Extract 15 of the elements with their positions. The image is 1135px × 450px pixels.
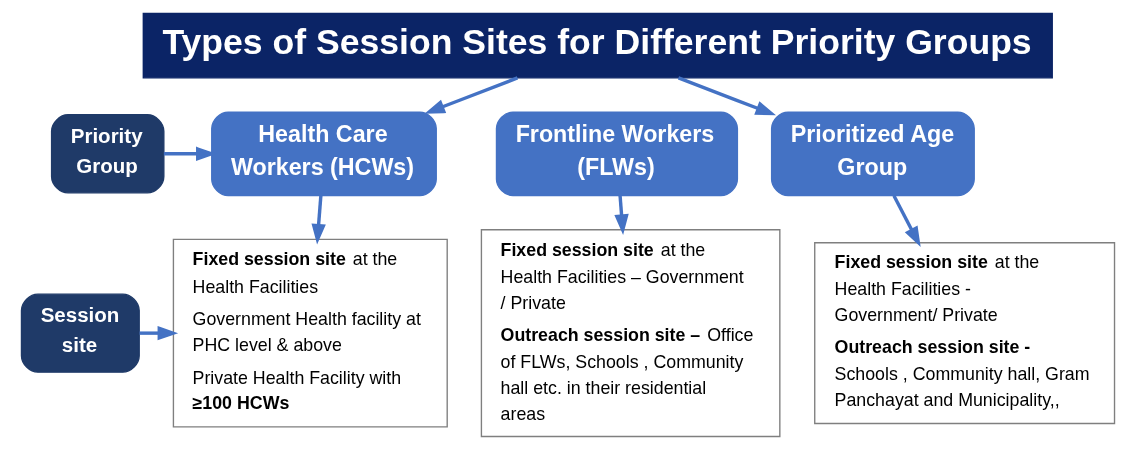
arrow (891, 194, 921, 248)
node-box: Types of Session Sites for Different Priority Groups (142, 12, 1053, 79)
node-box: Frontline Workers (FLWs) (495, 111, 738, 197)
arrow (311, 195, 326, 245)
arrow (677, 76, 776, 116)
node-box: Prioritized Age Group (770, 111, 975, 197)
node-box: Health Care Workers (HCWs) (210, 111, 437, 197)
node-box: Priority Group (50, 114, 165, 194)
arrow (423, 76, 518, 114)
node-box: Fixed session site at the Health Facilities – Government / Private Outreach session site – Office of FLWs, Schools , Community hall etc. in their residential areas (480, 229, 780, 438)
arrow (613, 195, 629, 235)
arrow (139, 325, 178, 341)
node-box: Session site (20, 293, 140, 373)
node-box: Fixed session site at the Health Facilities Government Health facility at PHC level & above Private Health Facility with ≥100 HCWs (172, 238, 448, 428)
node-box: Fixed session site at the Health Facilities - Government/ Private Outreach session site - Schools , Community hall, Gram Panchayat and Municipality,, (813, 242, 1115, 425)
